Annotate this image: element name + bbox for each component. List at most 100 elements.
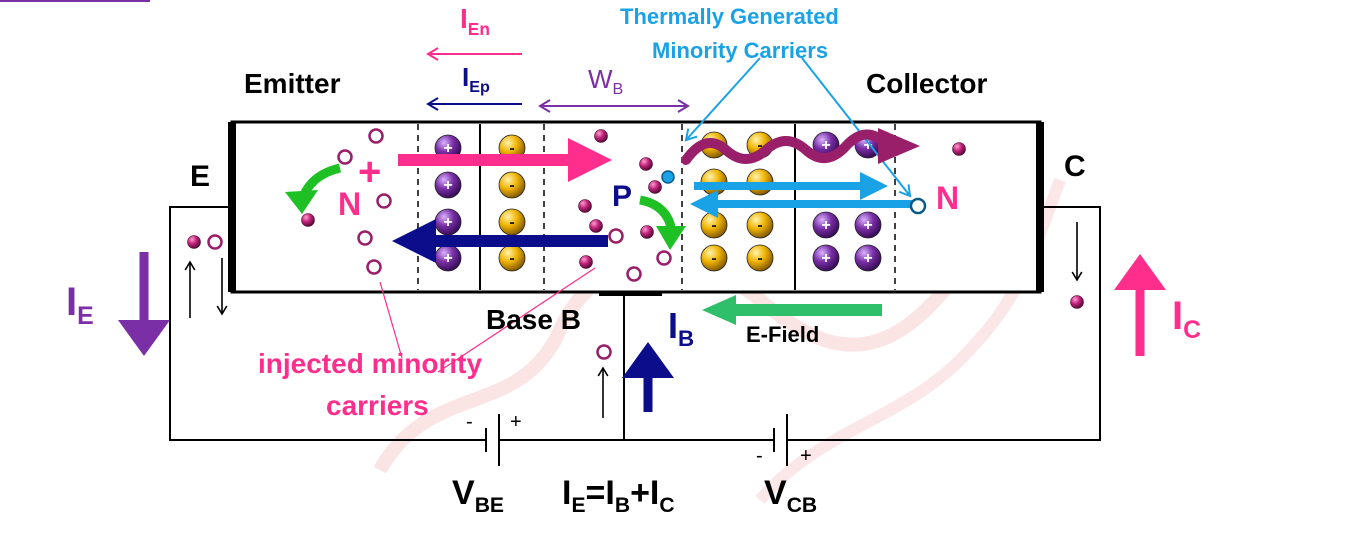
ion-sign: +	[863, 217, 872, 234]
region-n-collector: N	[936, 180, 960, 216]
terminal-e: E	[190, 160, 211, 193]
electron-icon	[579, 255, 593, 269]
thermal-electron-icon	[661, 170, 675, 184]
label-e-field: E-Field	[746, 322, 820, 347]
emitter-small-arrow-down-head	[216, 305, 228, 316]
label-i-b: IB	[668, 305, 695, 352]
ion-sphere	[812, 211, 840, 239]
i-en-arrow-head	[426, 47, 439, 61]
injected-pointer-right	[437, 267, 596, 373]
ion-sign: +	[443, 177, 452, 194]
electron-icon	[639, 157, 653, 171]
collector-wire	[787, 206, 1101, 441]
ion-sphere	[854, 244, 882, 272]
electron-flow-arrow	[398, 138, 612, 182]
acceptor-ion-icon: -	[746, 211, 774, 239]
label-injected-line2: carriers	[326, 390, 429, 421]
ion-sign: +	[821, 217, 830, 234]
electron-icon	[594, 129, 608, 143]
electron-icon	[640, 225, 654, 239]
ion-sign: -	[757, 250, 762, 267]
hole-icon	[656, 250, 672, 266]
acceptor-ion-icon: -	[498, 208, 526, 236]
electron-icon	[952, 142, 966, 156]
ion-sign: -	[509, 177, 514, 194]
ion-sign: -	[757, 137, 762, 154]
ion-sign: +	[443, 214, 452, 231]
donor-ion-icon: +	[434, 171, 462, 199]
recombination-arrow-emitter-head	[285, 190, 318, 214]
donor-ion-icon: +	[812, 211, 840, 239]
donor-ion-icon: +	[854, 244, 882, 272]
donor-ion-icon: +	[434, 244, 462, 272]
thermal-pointer-right-head	[898, 184, 912, 198]
ion-sign: -	[711, 217, 716, 234]
ion-sign: +	[863, 250, 872, 267]
electron-icon	[1070, 295, 1084, 309]
e-field-arrow	[702, 295, 882, 325]
acceptor-ion-icon: -	[498, 171, 526, 199]
label-w-b: WB	[588, 64, 624, 99]
thermal-pointer-left	[685, 57, 761, 141]
i-b-arrow	[622, 342, 674, 412]
thermal-pointer-left-head	[684, 128, 698, 142]
base-small-arrow-up-head	[597, 366, 609, 377]
current-arrows	[285, 47, 920, 373]
label-v-cb: VCB	[764, 474, 818, 517]
label-i-c: IC	[1172, 294, 1202, 345]
hole-icon	[357, 230, 373, 246]
ion-sphere	[700, 244, 728, 272]
thermal-flow-arrow-right	[694, 172, 888, 200]
ion-sign: -	[711, 250, 716, 267]
ion-sign: +	[443, 140, 452, 157]
battery-cb-plus: +	[800, 445, 812, 467]
base-wire	[623, 294, 774, 441]
ion-sign: +	[821, 250, 830, 267]
donor-ion-icon: +	[854, 211, 882, 239]
ion-sign: -	[757, 217, 762, 234]
hole-flow-arrow	[392, 219, 608, 263]
carriers	[187, 128, 1084, 360]
ion-sphere	[854, 211, 882, 239]
ion-sign: +	[821, 137, 830, 154]
ion-sign: +	[443, 250, 452, 267]
label-i-e: IE	[66, 280, 94, 331]
electron-icon	[187, 235, 201, 249]
donor-ion-icon: +	[434, 208, 462, 236]
ion-sphere	[746, 244, 774, 272]
acceptor-ion-icon: -	[700, 244, 728, 272]
i-c-arrow	[1114, 254, 1166, 356]
battery-be-plus: +	[510, 411, 522, 433]
w-b-arrow-right-head	[677, 99, 690, 113]
ion-sign: -	[509, 140, 514, 157]
emitter-wire	[169, 206, 486, 441]
label-i-ep: IEp	[462, 62, 490, 97]
wavy-electron-arrow	[681, 129, 891, 165]
thermal-flow-arrow-left	[690, 190, 918, 218]
label-v-be: VBE	[452, 474, 504, 517]
battery-be-minus: -	[466, 411, 473, 433]
electron-icon	[578, 199, 592, 213]
battery-cb-minus: -	[756, 445, 763, 467]
donor-ion-icon: +	[812, 244, 840, 272]
label-equation: IE=IB+IC	[562, 474, 675, 517]
hole-icon	[626, 266, 642, 282]
depletion-ions: +-+-+-+---------++++++	[434, 131, 882, 272]
wavy-electron-arrow-head	[878, 128, 920, 164]
acceptor-ion-icon: -	[498, 244, 526, 272]
region-p-base: P	[612, 180, 633, 213]
ion-sphere	[746, 211, 774, 239]
hole-icon	[368, 128, 384, 144]
label-i-en: IEn	[460, 3, 490, 39]
emitter-small-arrow-up-head	[184, 260, 196, 271]
hole-icon	[608, 228, 624, 244]
label-thermal-line1: Thermally Generated	[620, 4, 839, 29]
i-e-arrow	[118, 252, 170, 356]
hole-icon	[596, 344, 612, 360]
electron-icon	[648, 180, 662, 194]
label-thermal-line2: Minority Carriers	[652, 38, 829, 63]
terminal-c: C	[1064, 150, 1086, 183]
i-ep-arrow-head	[426, 97, 439, 111]
external-circuit	[118, 206, 1166, 466]
